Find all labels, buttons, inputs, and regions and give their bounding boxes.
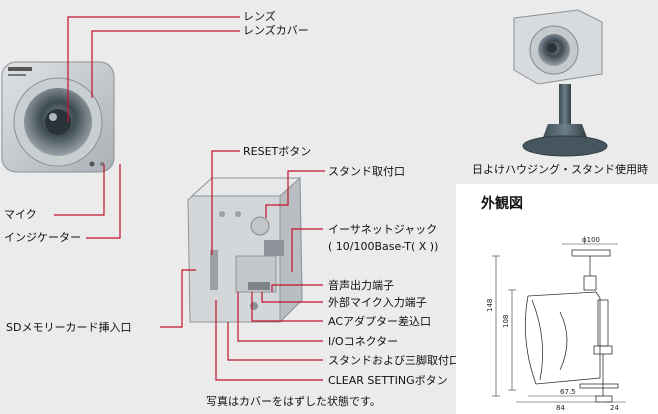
leader-io: [237, 292, 323, 342]
leader-ethernet: [291, 228, 323, 272]
photo-note: 写真はカバーをはずした状態です。: [206, 395, 381, 408]
leader-stand-mount: [265, 170, 325, 218]
leader-mic: [54, 164, 105, 216]
label-ethernet-spec: ( 10/100Base-T( X )): [328, 240, 439, 253]
label-clear-setting: CLEAR SETTINGボタン: [328, 374, 448, 387]
front-camera-photo: [1, 61, 115, 173]
leader-lens: [67, 16, 240, 122]
leader-clear-setting: [215, 300, 323, 381]
label-indicator: インジケーター: [4, 231, 81, 244]
label-io-connector: I/Oコネクター: [328, 335, 399, 348]
label-reset-button: RESETボタン: [243, 145, 312, 158]
label-tripod-mount: スタンドおよび三脚取付口: [328, 354, 460, 367]
leader-audio-out: [271, 284, 323, 292]
dimension-drawing-panel: [456, 184, 658, 414]
label-ext-mic-in: 外部マイク入力端子: [328, 296, 427, 309]
label-ethernet-jack: イーサネットジャック: [328, 223, 438, 236]
leader-indicator: [86, 164, 121, 239]
housing-camera-photo: [513, 9, 608, 157]
label-stand-mount: スタンド取付口: [328, 165, 405, 178]
leader-ac-adapter: [251, 292, 323, 322]
rear-camera-photo: [187, 176, 303, 324]
leader-lines: [54, 16, 325, 381]
dim-width-67-5: 67.5: [560, 388, 576, 396]
label-audio-out: 音声出力端子: [328, 279, 394, 292]
leader-tripod: [227, 322, 323, 361]
dim-width-84: 84: [556, 404, 565, 412]
dim-width-24: 24: [610, 404, 619, 412]
dim-height-108: 108: [502, 314, 510, 328]
leader-reset: [211, 150, 240, 255]
dim-height-148: 148: [486, 298, 494, 312]
label-lens-cover: レンズカバー: [243, 24, 309, 37]
leader-sd: [160, 269, 196, 328]
leader-lens-cover: [91, 30, 240, 98]
leader-ext-mic: [261, 292, 323, 303]
label-ac-adapter: ACアダプター差込口: [328, 315, 432, 328]
dim-diameter: ϕ100: [582, 236, 600, 244]
label-sd-slot: SDメモリーカード挿入口: [6, 321, 132, 334]
drawing-title: 外観図: [481, 196, 523, 212]
label-lens: レンズ: [243, 10, 276, 23]
housing-caption: 日よけハウジング・スタンド使用時: [472, 163, 648, 176]
label-mic: マイク: [4, 208, 37, 221]
